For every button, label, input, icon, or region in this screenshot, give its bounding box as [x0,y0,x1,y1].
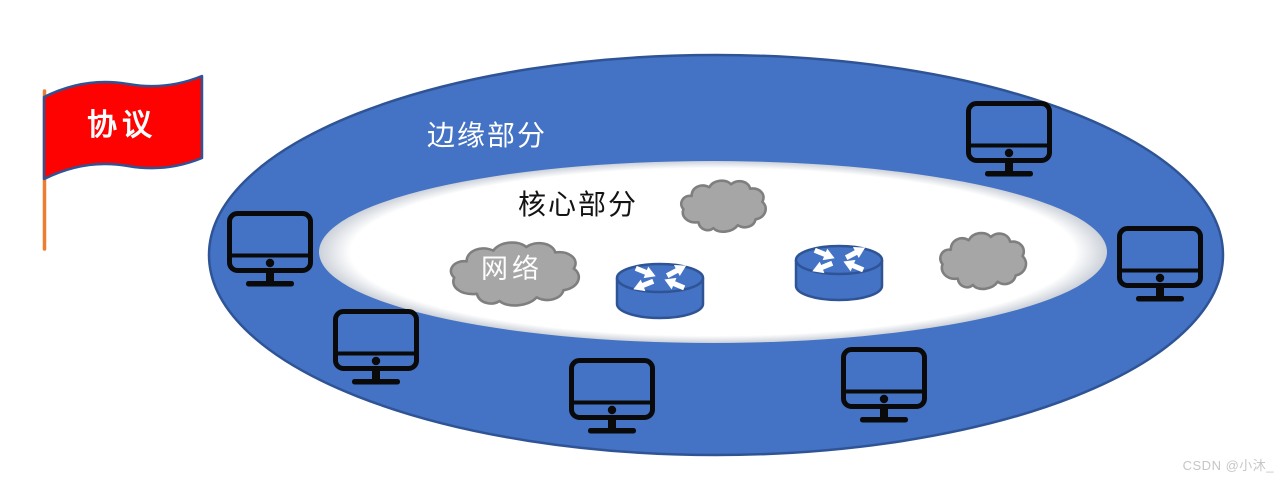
core-part-label: 核心部分 [518,189,639,220]
network-cloud-label: 网络 [481,254,543,284]
edge-part-label: 边缘部分 [427,120,548,151]
router-icon [617,260,703,318]
router-icon [796,242,882,300]
red-flag-icon [42,74,204,181]
watermark: CSDN @小沐_ [1182,458,1274,473]
flag-label: 协议 [87,109,157,142]
